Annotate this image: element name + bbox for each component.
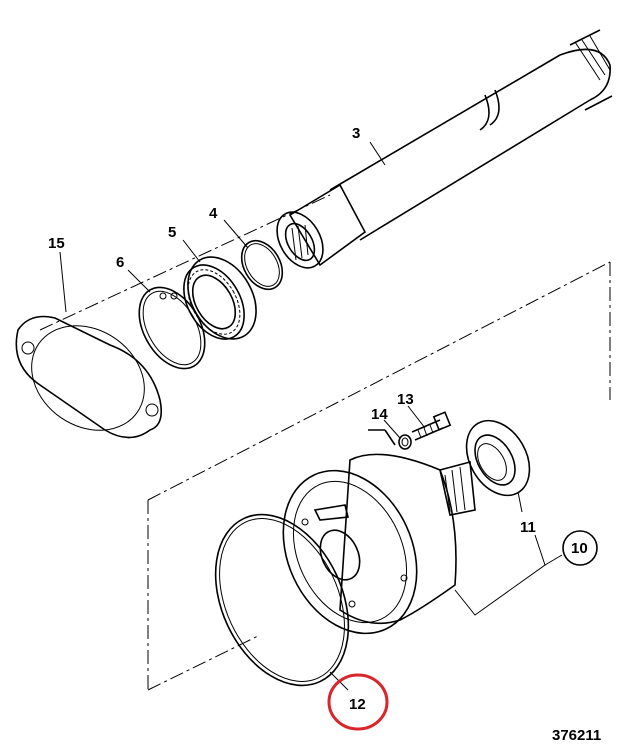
callout-4: 4 [209, 205, 218, 222]
callout-10: 10 [571, 540, 588, 557]
callout-14: 14 [371, 406, 388, 423]
callout-6: 6 [116, 254, 124, 271]
figure-number: 376211 [552, 727, 601, 744]
o-ring-part-12 [214, 513, 350, 687]
pump-assembly-part-10 [282, 429, 476, 635]
highlight-circle-12 [327, 673, 389, 731]
callout-11: 11 [520, 519, 536, 536]
bolt-part-13 [411, 411, 452, 441]
o-ring-part-4 [240, 239, 284, 291]
assembly-guide-lines [39, 194, 611, 691]
callout-5: 5 [168, 224, 176, 241]
circlip-part-6 [138, 286, 206, 370]
callout-13: 13 [397, 391, 414, 408]
callout-15: 15 [48, 235, 65, 252]
shaft-part-3 [276, 29, 613, 269]
seal-part-11 [465, 419, 531, 497]
callout-3: 3 [352, 125, 360, 142]
washer-part-14 [398, 434, 412, 450]
bearing-part-5 [183, 256, 257, 340]
callout-12: 12 [349, 696, 366, 713]
gasket-part-15 [15, 315, 163, 439]
callout-10-circle [562, 530, 598, 566]
